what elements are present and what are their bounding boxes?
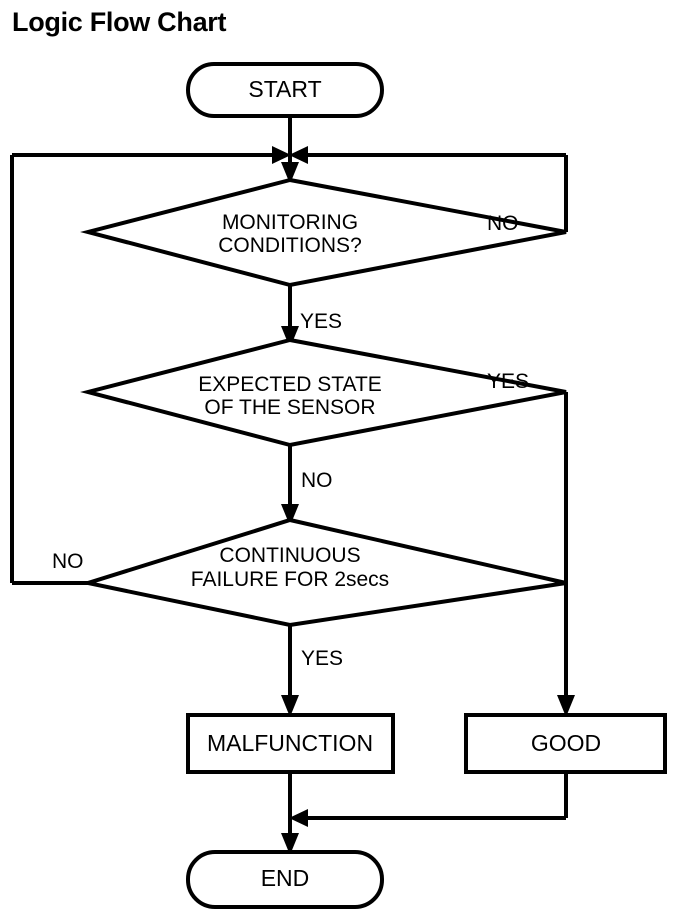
edge-label-expected-no: NO <box>301 469 333 492</box>
node-monitoring-conditions-label-line1: MONITORING <box>222 211 358 234</box>
node-end[interactable]: END <box>186 850 384 909</box>
edge-monitoring-yes <box>281 285 299 348</box>
node-continuous-failure[interactable]: CONTINUOUS FAILURE FOR 2secs <box>80 517 567 628</box>
edge-malfunction-to-end <box>281 772 299 855</box>
arrowhead-right-into-junction <box>289 146 308 164</box>
node-good-label: GOOD <box>531 730 601 756</box>
edge-good-to-end <box>289 772 568 827</box>
node-continuous-failure-label-line2: FAILURE FOR 2secs <box>191 568 389 591</box>
edge-label-monitoring-yes: YES <box>300 310 342 333</box>
arrowhead-left-into-junction <box>272 146 291 164</box>
node-good[interactable]: GOOD <box>464 713 667 774</box>
node-expected-state[interactable]: EXPECTED STATE OF THE SENSOR <box>80 337 567 448</box>
node-start-label: START <box>248 76 321 102</box>
node-malfunction-label: MALFUNCTION <box>207 730 373 756</box>
page-title: Logic Flow Chart <box>12 7 227 37</box>
edge-expected-no <box>281 445 299 526</box>
node-expected-state-label-line1: EXPECTED STATE <box>198 373 382 396</box>
node-expected-state-label-line2: OF THE SENSOR <box>204 396 375 419</box>
edge-label-expected-yes: YES <box>487 370 529 393</box>
node-end-label: END <box>261 865 310 891</box>
edge-label-failure-yes: YES <box>301 647 343 670</box>
arrowhead-into-monitoring-conditions <box>281 162 299 184</box>
node-monitoring-conditions-label-line2: CONDITIONS? <box>218 234 362 257</box>
edge-failure-no <box>10 155 132 585</box>
node-continuous-failure-label-line1: CONTINUOUS <box>219 544 360 567</box>
node-monitoring-conditions[interactable]: MONITORING CONDITIONS? <box>80 177 567 288</box>
edge-monitoring-no <box>520 155 568 234</box>
edge-label-monitoring-no: NO <box>487 212 519 235</box>
edge-label-failure-no: NO <box>52 550 84 573</box>
edge-expected-yes <box>520 390 575 717</box>
edge-failure-yes <box>281 625 299 717</box>
node-start[interactable]: START <box>186 62 384 118</box>
node-malfunction[interactable]: MALFUNCTION <box>186 713 395 774</box>
